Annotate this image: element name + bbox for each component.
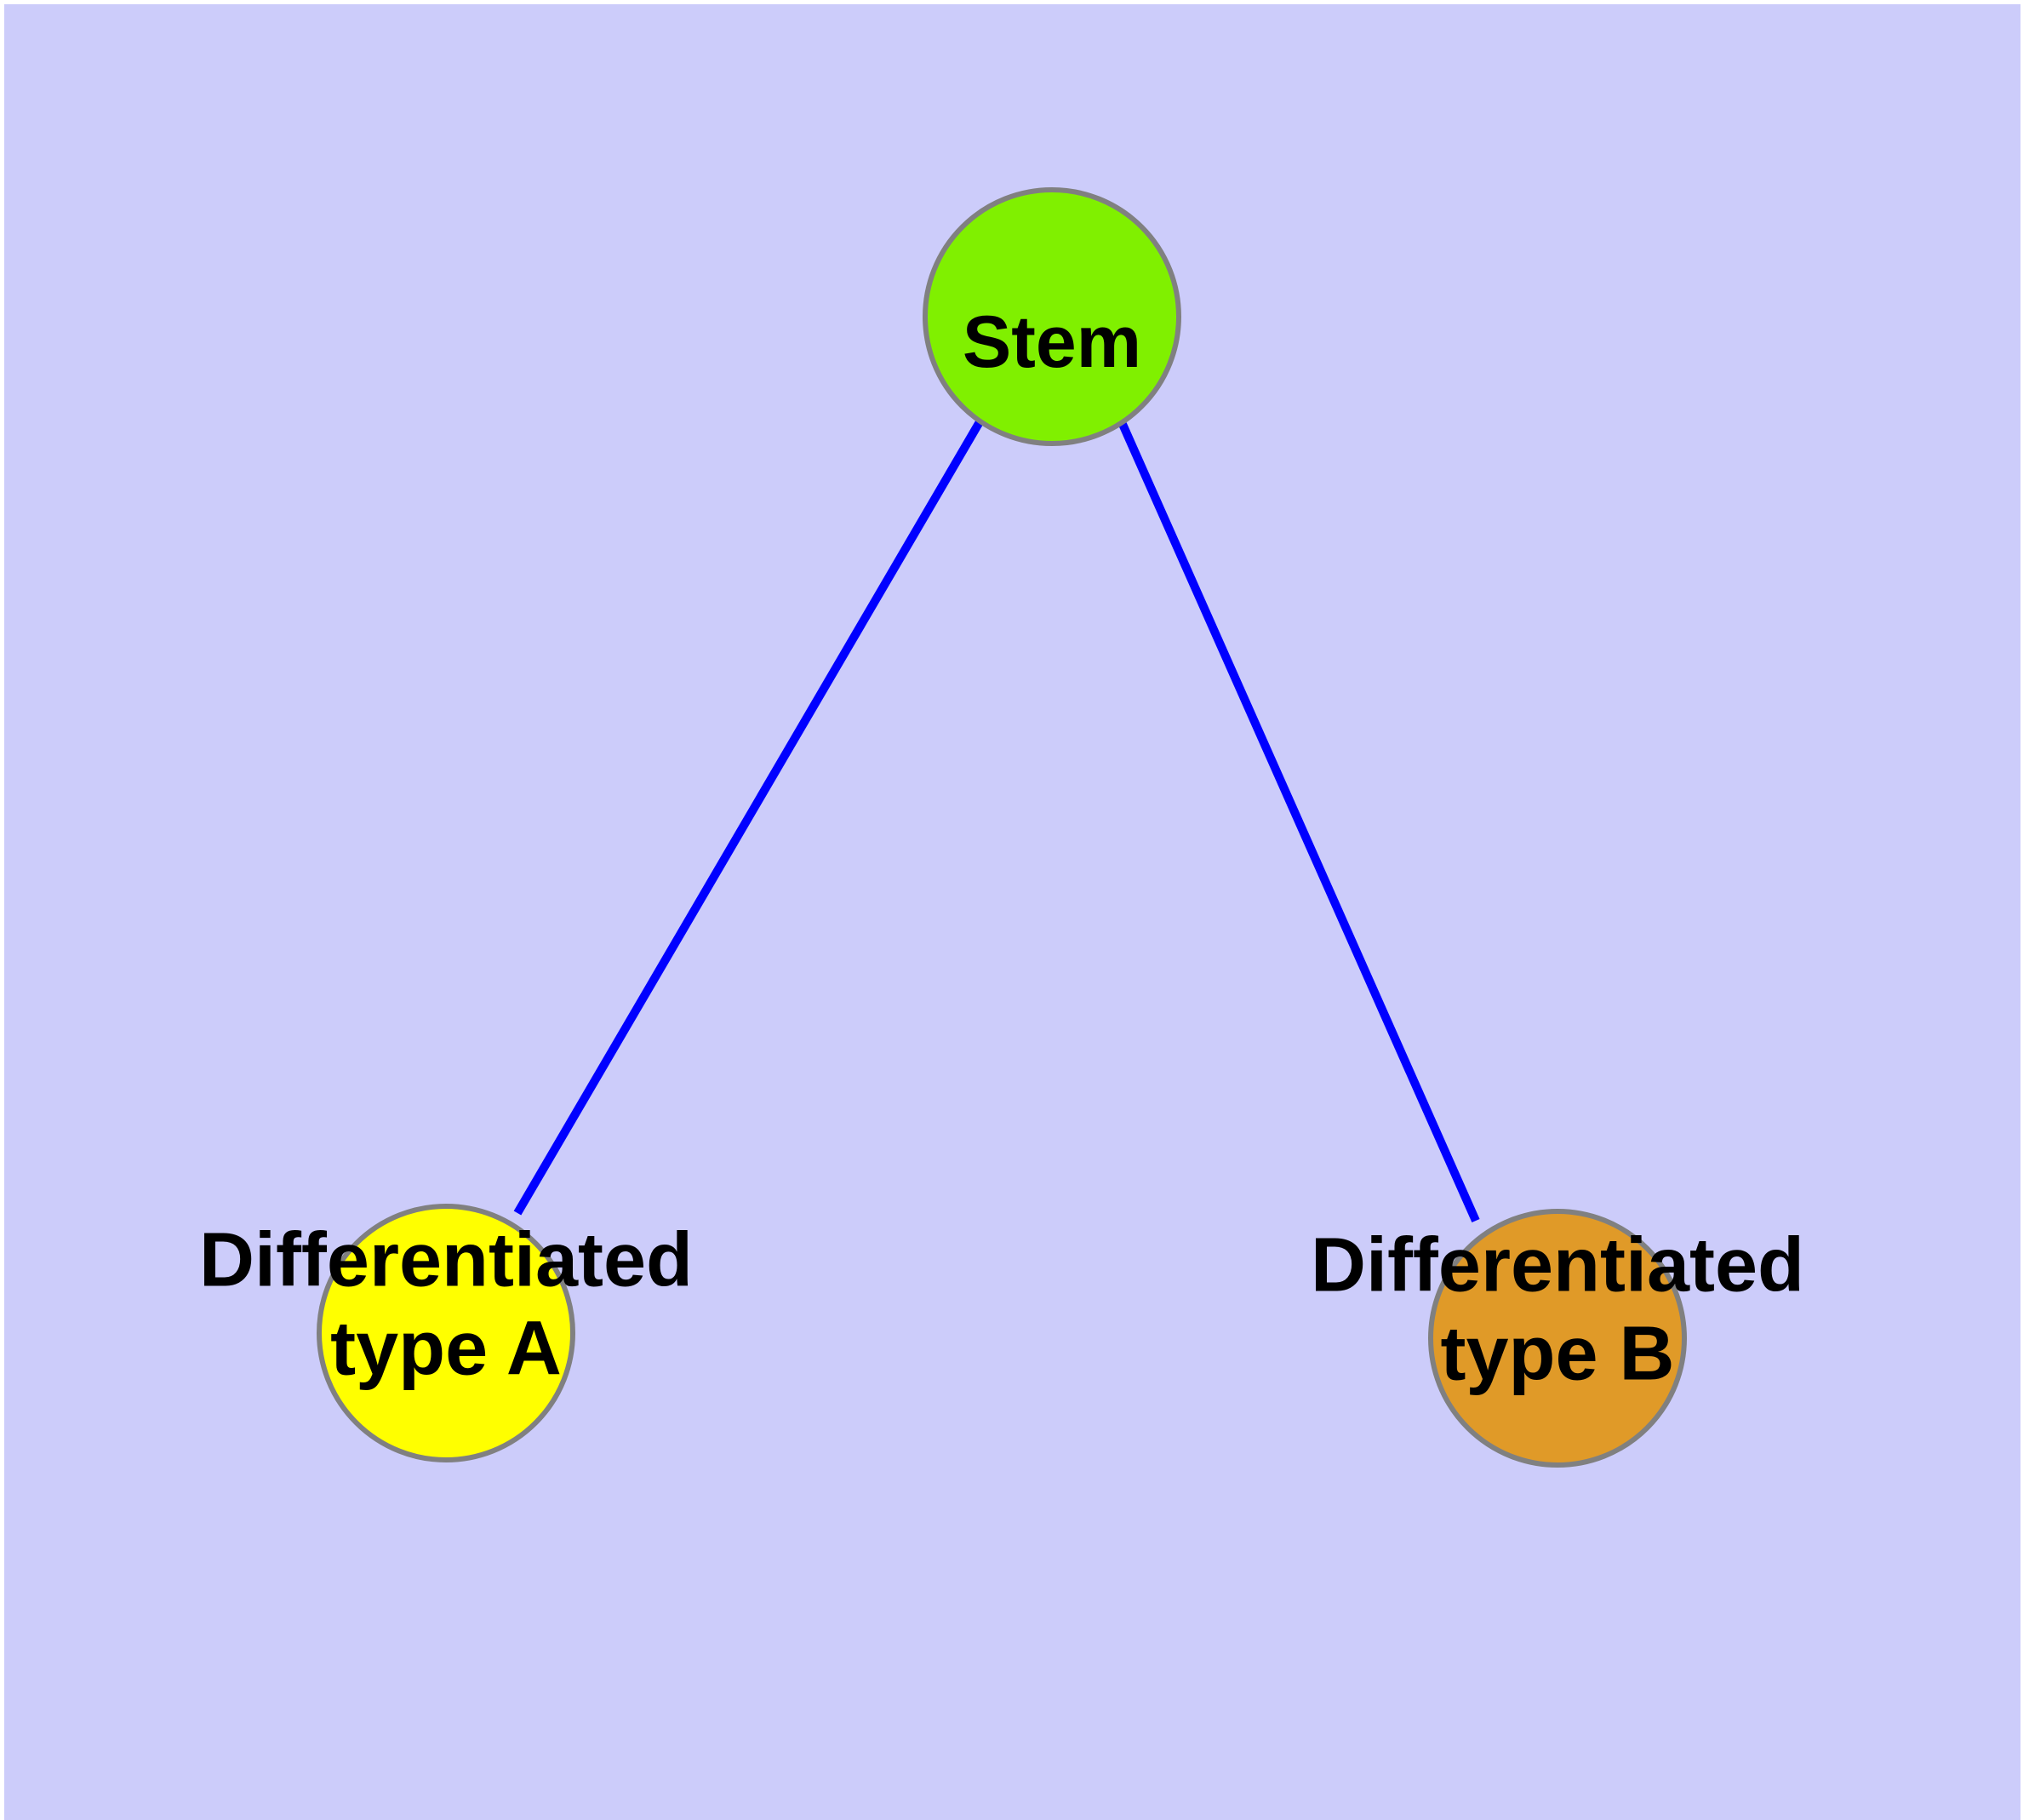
- edge-stem-to-differentiated-type-a[interactable]: [513, 418, 985, 1216]
- node-differentiated-type-a-circle[interactable]: [317, 1204, 575, 1462]
- edge-layer: [513, 418, 1480, 1223]
- node-stem-label: Stem: [963, 301, 1141, 383]
- node-stem-circle[interactable]: [923, 187, 1181, 446]
- node-differentiated-type-b-circle[interactable]: [1428, 1209, 1687, 1468]
- node-stem[interactable]: Stem: [923, 187, 1181, 446]
- edge-stem-to-differentiated-type-b[interactable]: [1117, 420, 1480, 1223]
